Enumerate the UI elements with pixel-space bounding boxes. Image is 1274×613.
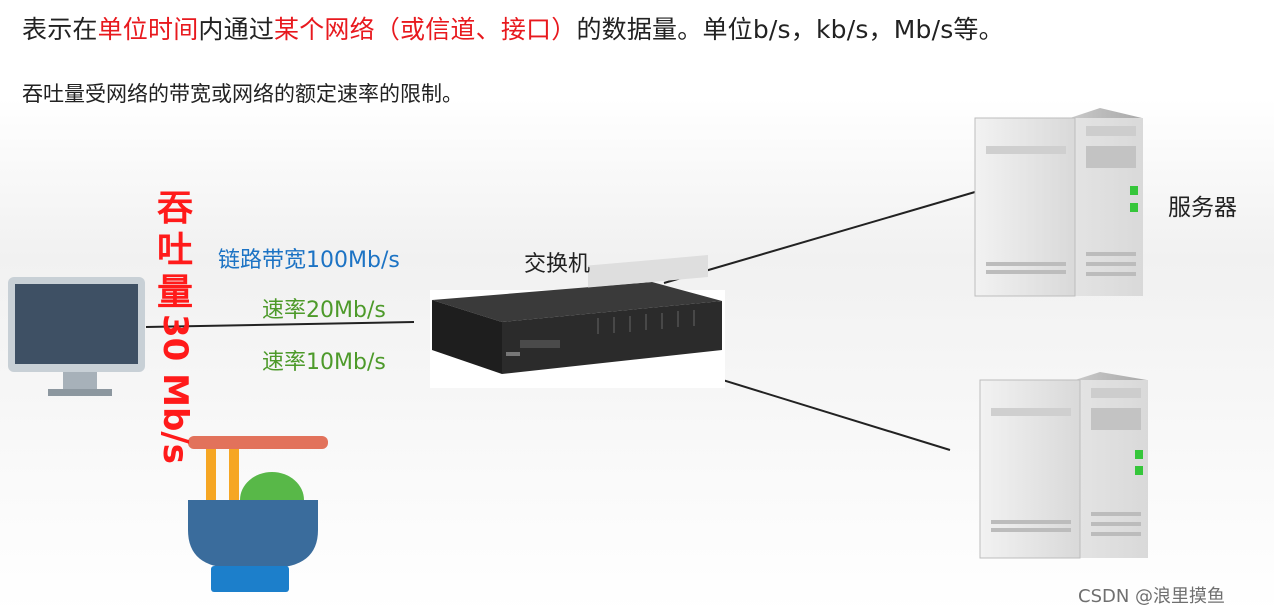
- unit-time-emphasis: 单位时间: [97, 15, 199, 44]
- definition-text-part: 的数据量。单位b/s，kb/s，Mb/s等。: [576, 15, 1004, 44]
- throughput-char: 吞: [156, 188, 193, 229]
- definition-text-part: 内通过: [198, 15, 275, 44]
- definition-text: 表示在单位时间内通过某个网络（或信道、接口）的数据量。单位b/s，kb/s，Mb…: [22, 10, 1004, 46]
- throughput-char: 量: [156, 272, 193, 313]
- throughput-label: 吞 吐 量 30 Mb/s: [150, 188, 200, 464]
- connection-line-switch-server1: [663, 191, 976, 284]
- link-bandwidth-label: 链路带宽100Mb/s: [218, 248, 400, 273]
- throughput-char: 吐: [156, 230, 193, 271]
- noodle-bowl-icon: [188, 436, 328, 592]
- rate-label-20: 速率20Mb/s: [262, 298, 386, 323]
- network-emphasis: 某个网络（或信道、接口）: [274, 15, 577, 44]
- connection-line-pc-switch: [145, 321, 415, 328]
- definition-text-part: 表示在: [22, 15, 98, 44]
- server-tower-icon: [979, 372, 1148, 559]
- server-tower-icon: [974, 108, 1143, 297]
- switch-label: 交换机: [524, 252, 591, 277]
- network-switch-icon: [430, 255, 725, 388]
- rate-label-10: 速率10Mb/s: [262, 350, 386, 375]
- watermark: CSDN @浪里摸鱼: [1078, 586, 1226, 607]
- server-label: 服务器: [1168, 195, 1237, 221]
- computer-monitor-icon: [8, 277, 145, 396]
- throughput-value: 30 Mb/s: [155, 314, 195, 464]
- throughput-limit-text: 吞吐量受网络的带宽或网络的额定速率的限制。: [22, 82, 463, 106]
